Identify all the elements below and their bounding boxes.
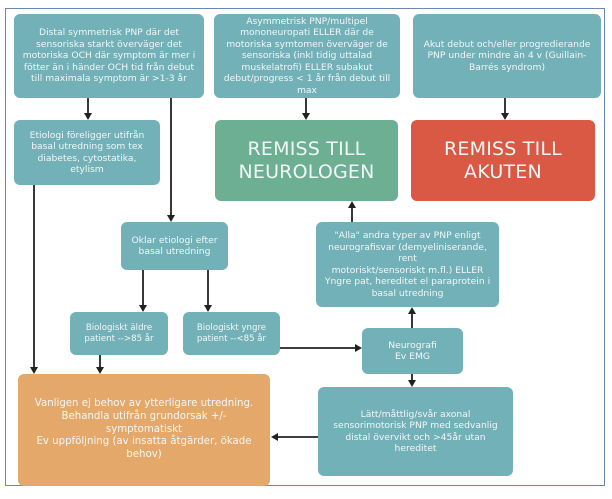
node-referral-emergency-text: REMISS TILL AKUTEN xyxy=(444,137,562,183)
node-all-other-types-text: "Alla" andra typer av PNP enligt neurogr… xyxy=(324,230,491,299)
diagram-frame xyxy=(5,8,605,486)
node-etiology-known: Etiologi föreligger utifrån basal utredn… xyxy=(14,120,160,185)
node-unclear-etiology-text: Oklar etiologi efter basal utredning xyxy=(131,234,218,258)
node-referral-neurology-text: REMISS TILL NEUROLOGEN xyxy=(238,137,375,183)
node-neurography: Neurografi Ev EMG xyxy=(362,328,463,374)
node-asymmetric: Asymmetrisk PNP/multipel mononeuropati E… xyxy=(214,14,400,98)
node-asymmetric-text: Asymmetrisk PNP/multipel mononeuropati E… xyxy=(223,15,391,96)
node-referral-emergency: REMISS TILL AKUTEN xyxy=(411,120,595,201)
node-distal-symmetric-text: Distal symmetrisk PNP där det sensoriska… xyxy=(22,27,196,85)
node-older-patient-text: Biologiskt äldre patient -->85 år xyxy=(84,322,154,344)
node-axonal-pnp-text: Lätt/måttlig/svår axonal sensorimotorisk… xyxy=(333,408,498,455)
node-all-other-types: "Alla" andra typer av PNP enligt neurogr… xyxy=(316,222,499,307)
node-older-patient: Biologiskt äldre patient -->85 år xyxy=(70,312,168,355)
node-etiology-known-text: Etiologi föreligger utifrån basal utredn… xyxy=(29,129,145,176)
node-referral-neurology: REMISS TILL NEUROLOGEN xyxy=(215,120,398,201)
node-younger-patient-text: Biologiskt yngre patient --<85 år xyxy=(196,322,267,344)
node-no-further-workup: Vanligen ej behov av ytterligare utredni… xyxy=(18,374,270,486)
node-neurography-text: Neurografi Ev EMG xyxy=(388,339,437,363)
node-no-further-workup-text: Vanligen ej behov av ytterligare utredni… xyxy=(34,398,254,461)
node-acute-text: Akut debut och/eller progredierande PNP … xyxy=(423,38,591,73)
node-distal-symmetric: Distal symmetrisk PNP där det sensoriska… xyxy=(14,14,204,98)
node-unclear-etiology: Oklar etiologi efter basal utredning xyxy=(121,222,228,270)
node-younger-patient: Biologiskt yngre patient --<85 år xyxy=(183,312,280,355)
node-acute: Akut debut och/eller progredierande PNP … xyxy=(413,14,601,98)
node-axonal-pnp: Lätt/måttlig/svår axonal sensorimotorisk… xyxy=(318,387,513,476)
